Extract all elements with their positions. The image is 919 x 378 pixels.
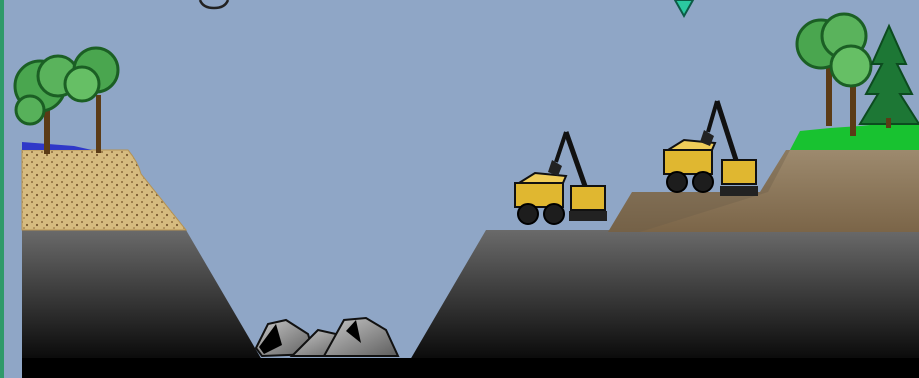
left-border	[0, 0, 4, 378]
pit-floor	[22, 358, 919, 378]
bedrock-right-bench	[410, 230, 919, 360]
